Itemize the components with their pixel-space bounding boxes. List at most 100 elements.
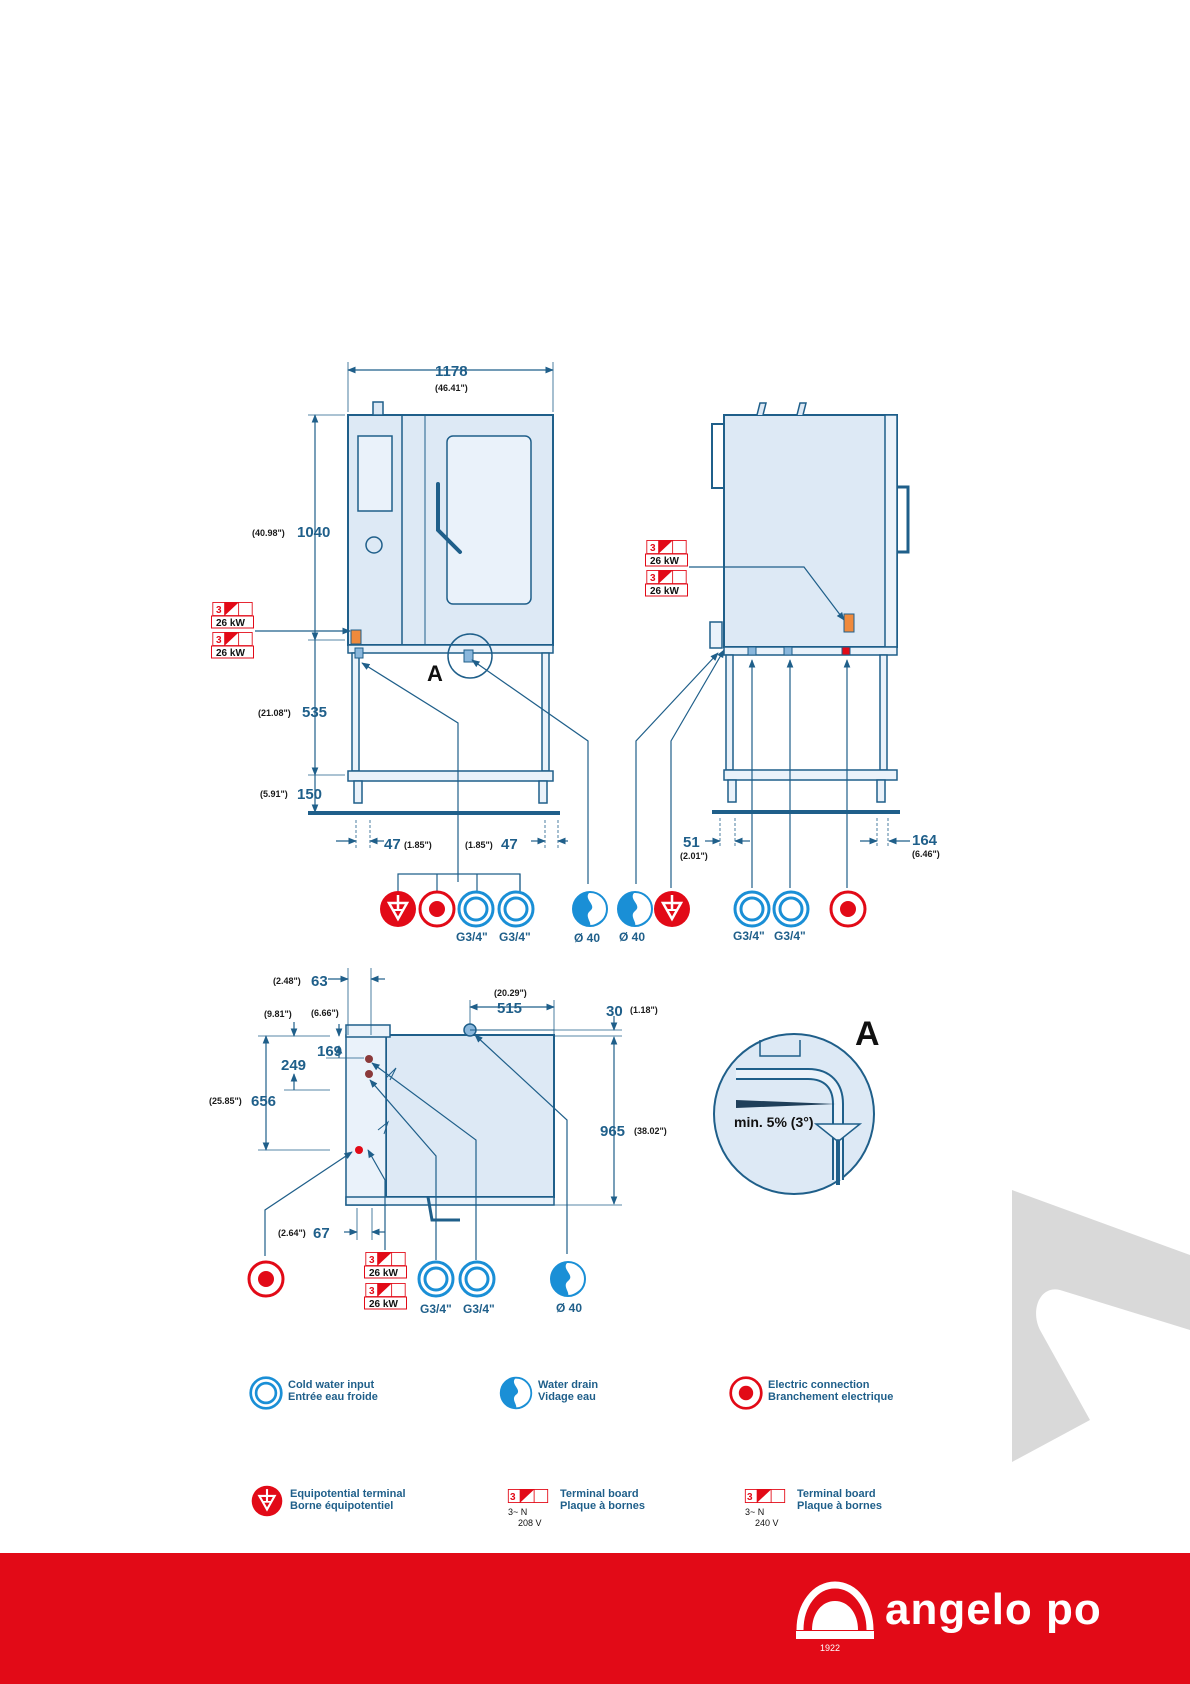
legend-cold-water-fr: Entrée eau froide bbox=[288, 1391, 378, 1403]
electric-connection-icon bbox=[829, 890, 867, 928]
side-terminal-box-2: 3 26 kW bbox=[645, 570, 688, 597]
svg-text:26 kW: 26 kW bbox=[650, 586, 679, 597]
top-d63-in: (2.48") bbox=[273, 976, 301, 986]
legend-cold-water-en: Cold water input bbox=[288, 1379, 375, 1391]
svg-text:26 kW: 26 kW bbox=[650, 556, 679, 567]
equipotential-icon bbox=[378, 889, 418, 929]
front-door-window bbox=[446, 435, 532, 605]
front-leg-height: 535 bbox=[302, 704, 327, 721]
cold-water-icon bbox=[417, 1260, 455, 1298]
decorative-chevron bbox=[1012, 1190, 1190, 1462]
front-terminal-box-1: 3 26 kW bbox=[211, 602, 254, 629]
electric-connection-icon bbox=[247, 1260, 285, 1298]
brand-emblem-icon: 1922 bbox=[796, 1581, 874, 1653]
svg-text:3~ N: 3~ N bbox=[745, 1507, 764, 1517]
legend-terminal-board-208: 3 3~ N 208 V bbox=[507, 1489, 549, 1528]
front-left-offset-in: (1.85") bbox=[404, 840, 432, 850]
front-door-handle bbox=[436, 482, 462, 554]
front-right-offset-in: (1.85") bbox=[465, 840, 493, 850]
front-stand bbox=[347, 644, 554, 804]
electric-connection-icon bbox=[418, 890, 456, 928]
cold-water-icon bbox=[458, 1260, 496, 1298]
top-d67: 67 bbox=[313, 1225, 330, 1242]
front-height-in: (40.98") bbox=[252, 528, 285, 538]
front-foot-height-in: (5.91") bbox=[260, 789, 288, 799]
footer-bar: 1922 angelo po bbox=[0, 1553, 1190, 1684]
svg-text:26 kW: 26 kW bbox=[369, 1268, 398, 1279]
detail-a-marker bbox=[447, 633, 493, 679]
front-d40-label: Ø 40 bbox=[574, 931, 600, 945]
side-d40-label: Ø 40 bbox=[619, 930, 645, 944]
top-d656-in: (25.85") bbox=[209, 1096, 242, 1106]
front-width: 1178 bbox=[435, 363, 468, 380]
water-drain-icon bbox=[572, 891, 608, 927]
detail-a-slope: min. 5% (3°) bbox=[734, 1114, 814, 1130]
front-g34-label: G3/4" bbox=[499, 930, 531, 944]
top-terminal-box-2: 3 26 kW bbox=[364, 1283, 407, 1310]
legend-water-drain-icon bbox=[499, 1376, 533, 1410]
svg-text:3: 3 bbox=[369, 1286, 375, 1297]
front-control-panel bbox=[357, 435, 393, 512]
svg-text:3: 3 bbox=[510, 1492, 516, 1503]
svg-text:3: 3 bbox=[650, 573, 656, 584]
svg-text:3: 3 bbox=[216, 605, 222, 616]
svg-text:3: 3 bbox=[650, 543, 656, 554]
front-view: A 1178 (46.41") 1040 (40.98") 535 (21.08… bbox=[211, 362, 589, 895]
top-d515: 515 bbox=[497, 1000, 522, 1017]
top-d30: 30 bbox=[606, 1003, 623, 1020]
cold-water-icon bbox=[772, 890, 810, 928]
legend-drain-en: Water drain bbox=[538, 1379, 598, 1391]
front-knob bbox=[365, 536, 383, 554]
legend-terminal-board-240: 3 3~ N 240 V bbox=[744, 1489, 786, 1528]
front-terminal-box-2: 3 26 kW bbox=[211, 632, 254, 659]
top-terminal-box-1: 3 26 kW bbox=[364, 1252, 407, 1279]
front-width-in: (46.41") bbox=[435, 383, 468, 393]
side-stand bbox=[723, 646, 898, 803]
top-d965-in: (38.02") bbox=[634, 1126, 667, 1136]
top-d169: 169 bbox=[317, 1043, 342, 1060]
legend-tb-en: Terminal board bbox=[560, 1488, 639, 1500]
legend-electric-en: Electric connection bbox=[768, 1379, 870, 1391]
top-d63: 63 bbox=[311, 973, 328, 990]
technical-drawing: A 1178 (46.41") 1040 (40.98") 535 (21.08… bbox=[209, 362, 1190, 1528]
top-d965: 965 bbox=[600, 1123, 625, 1140]
legend-equipotential-icon bbox=[250, 1484, 284, 1518]
side-g34-label: G3/4" bbox=[733, 929, 765, 943]
front-g34-label: G3/4" bbox=[456, 930, 488, 944]
cold-water-icon bbox=[457, 890, 495, 928]
front-foot-height: 150 bbox=[297, 786, 322, 803]
cold-water-icon bbox=[497, 890, 535, 928]
front-leg-height-in: (21.08") bbox=[258, 708, 291, 718]
top-d67-in: (2.64") bbox=[278, 1228, 306, 1238]
top-d30-in: (1.18") bbox=[630, 1005, 658, 1015]
svg-text:26 kW: 26 kW bbox=[369, 1299, 398, 1310]
top-d40-label: Ø 40 bbox=[556, 1301, 582, 1315]
top-oven-body bbox=[385, 1034, 555, 1198]
side-oven-body bbox=[723, 414, 898, 648]
top-view: 63 (2.48") (9.81") (6.66") 249 169 656 (… bbox=[209, 968, 667, 1310]
top-g34-label: G3/4" bbox=[420, 1302, 452, 1316]
svg-text:240 V: 240 V bbox=[755, 1518, 779, 1528]
detail-a: A min. 5% (3°) bbox=[713, 1015, 880, 1195]
svg-text:26 kW: 26 kW bbox=[216, 648, 245, 659]
top-d249-in: (9.81") bbox=[264, 1009, 292, 1019]
water-drain-icon bbox=[617, 891, 653, 927]
front-detail-label: A bbox=[427, 661, 443, 686]
side-terminal-box-1: 3 26 kW bbox=[645, 540, 688, 567]
legend-drain-fr: Vidage eau bbox=[538, 1391, 596, 1403]
side-rear-offset: 51 bbox=[683, 834, 700, 851]
legend-electric-fr: Branchement electrique bbox=[768, 1391, 893, 1403]
cold-water-icon bbox=[733, 890, 771, 928]
top-d249: 249 bbox=[281, 1057, 306, 1074]
legend-electric-icon bbox=[729, 1376, 763, 1410]
legend-equi-en: Equipotential terminal bbox=[290, 1488, 406, 1500]
svg-text:26 kW: 26 kW bbox=[216, 618, 245, 629]
legend-tb-en: Terminal board bbox=[797, 1488, 876, 1500]
legend-tb-fr: Plaque à bornes bbox=[797, 1500, 882, 1512]
svg-text:3~ N: 3~ N bbox=[508, 1507, 527, 1517]
side-view: 3 26 kW 3 26 kW 51 (2.01") 164 (6.46") bbox=[635, 402, 940, 888]
legend-cold-water-icon bbox=[249, 1376, 283, 1410]
side-g34-label: G3/4" bbox=[774, 929, 806, 943]
legend: Cold water input Entrée eau froide Water… bbox=[249, 1376, 893, 1528]
top-d515-in: (20.29") bbox=[494, 988, 527, 998]
